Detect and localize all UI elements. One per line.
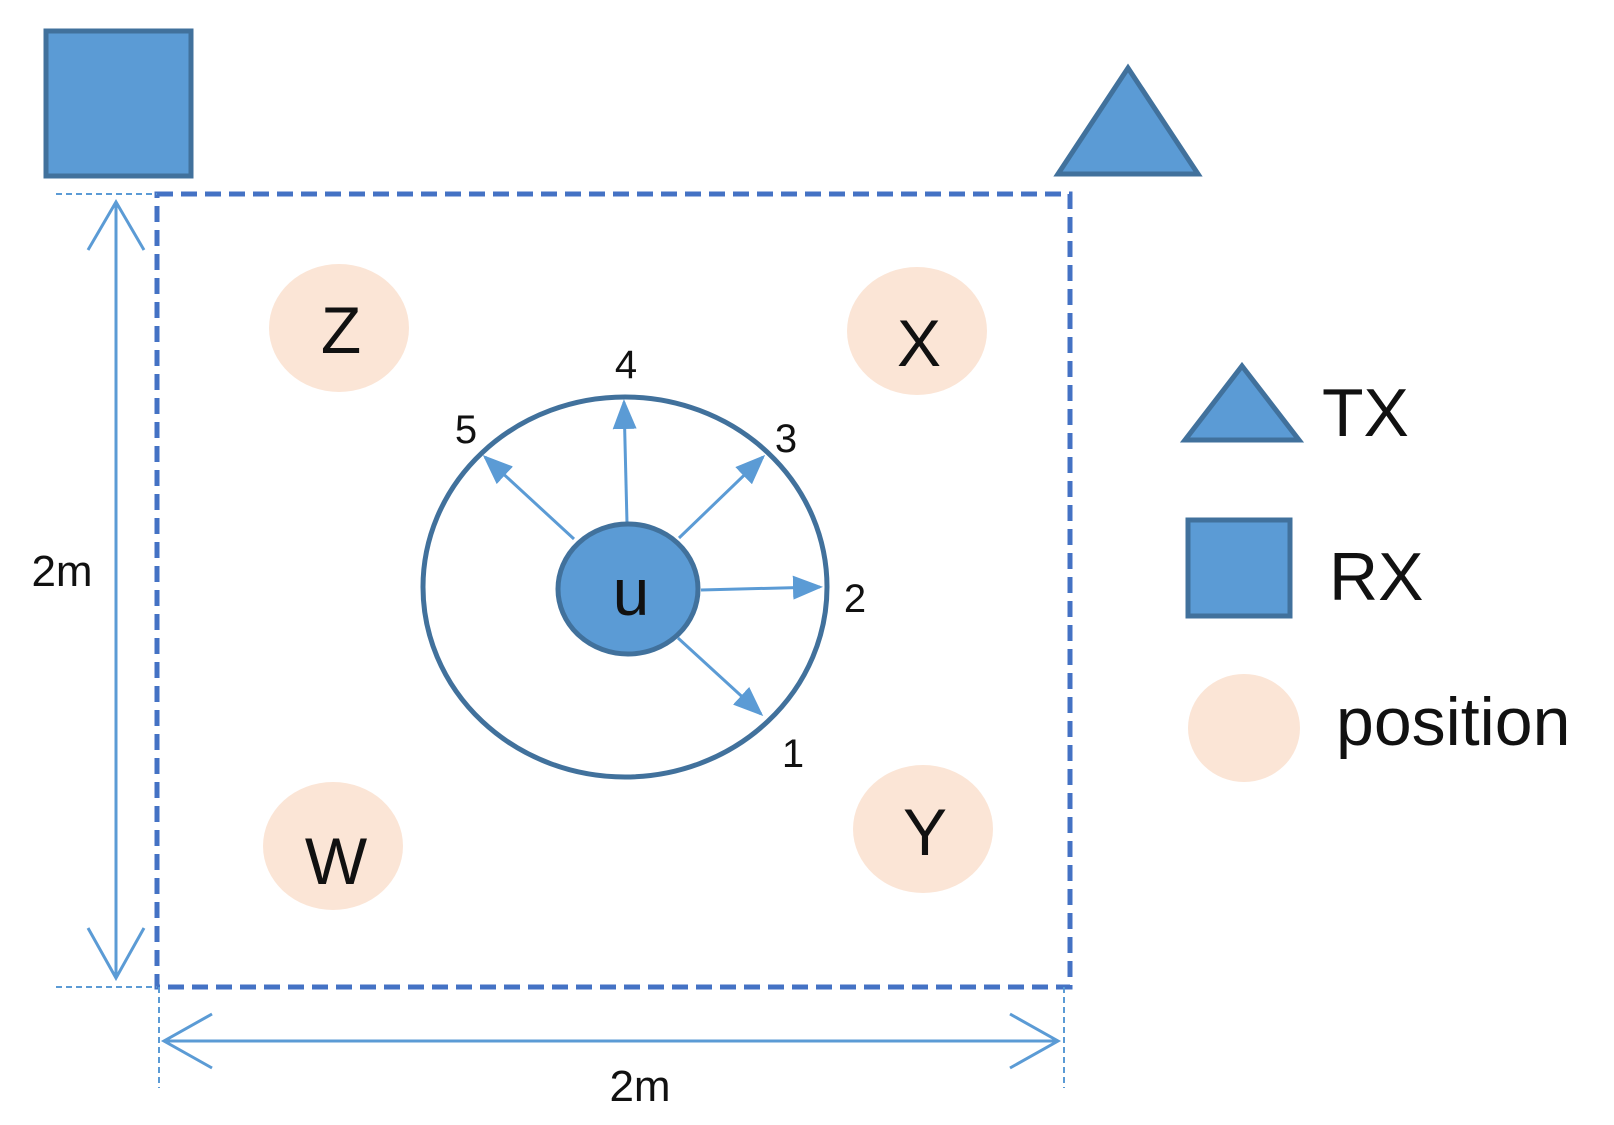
position-y-marker (853, 765, 993, 893)
arrow-direction-1 (676, 636, 764, 717)
position-z-label: Z (321, 293, 361, 367)
position-x-marker (847, 267, 987, 395)
direction-label-4: 4 (615, 343, 637, 387)
legend-rx-label: RX (1329, 539, 1423, 615)
position-w-marker (263, 782, 403, 910)
arrow-direction-4 (612, 399, 637, 524)
direction-arrows (482, 399, 823, 717)
legend-rx-icon (1185, 517, 1293, 619)
legend: TX RX position (1179, 361, 1570, 782)
vertical-dimension-label: 2m (31, 547, 92, 596)
arrow-direction-3 (677, 454, 766, 540)
direction-label-1: 1 (782, 732, 804, 776)
position-y-label: Y (903, 795, 947, 869)
direction-label-3: 3 (775, 417, 797, 461)
arrow-direction-5 (482, 454, 576, 541)
position-z-marker (269, 264, 409, 392)
horizontal-dimension-label: 2m (609, 1062, 670, 1111)
position-w-label: W (305, 824, 368, 898)
tx-triangle-icon (1053, 63, 1203, 177)
legend-position-label: position (1336, 684, 1570, 760)
horizontal-dimension (158, 987, 1065, 1088)
legend-tx-label: TX (1322, 375, 1409, 451)
orientation-circle (420, 394, 830, 780)
direction-label-5: 5 (455, 408, 477, 452)
vertical-dimension (56, 193, 157, 988)
legend-position-icon (1188, 674, 1300, 782)
direction-label-2: 2 (844, 577, 866, 621)
user-label: u (613, 555, 650, 629)
legend-tx-icon (1179, 361, 1305, 443)
rx-square-icon (43, 28, 194, 179)
position-x-label: X (897, 306, 941, 380)
user-node (555, 521, 701, 657)
room-boundary (154, 191, 1073, 990)
arrow-direction-2 (700, 575, 823, 600)
